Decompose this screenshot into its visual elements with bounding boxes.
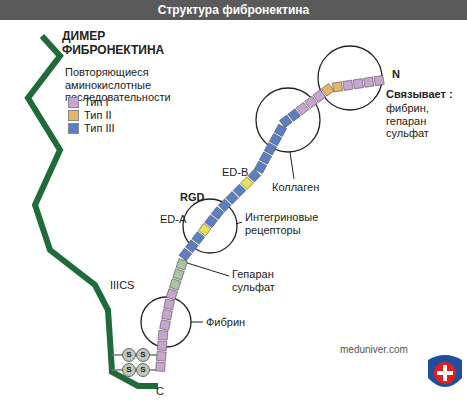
repeat-module [156,351,166,361]
repeat-module [343,80,353,90]
disulfide-label: S [140,365,145,374]
legend-text: Тип II [84,109,112,121]
binding-circle [183,199,237,253]
repeat-module [179,248,192,261]
watermark: meduniver.com [340,344,408,356]
disulfide-label: S [126,365,131,374]
legend-swatch [68,97,79,108]
terminus-label: C [156,385,164,398]
binding-heading: Связывает : [386,88,453,101]
disulfide-label: S [126,350,131,359]
legend-text: Тип I [84,96,108,108]
repeat-module [170,279,181,290]
leader-line [290,152,294,179]
repeat-module [173,269,184,280]
repeat-module [160,320,171,331]
terminus-label: N [392,68,400,81]
binding-circle [141,297,191,347]
site-label: Гепаран сульфат [232,268,292,293]
leader-line [191,322,203,323]
domain-label: ED-B [222,166,248,179]
repeat-module [374,75,384,85]
site-label: Интегриновые рецепторы [245,211,335,236]
legend-swatch [68,123,79,134]
repeat-module [157,341,167,351]
repeat-module [158,330,168,340]
repeat-module [166,289,177,300]
binding-circle [256,88,320,152]
motif-label: RGD [180,191,204,204]
site-label: Фибрин [206,316,245,329]
legend-swatch [68,110,79,121]
fibronectin-chain [156,75,385,371]
site-logo [428,355,462,387]
dimer-heading: ДИМЕР ФИБРОНЕКТИНА [62,30,182,58]
binding-circle [318,46,382,110]
leader-line [184,262,229,276]
repeat-module [164,299,175,310]
domain-label: ED-A [160,213,186,226]
repeat-module [176,259,187,270]
legend-row: Тип II [68,109,112,121]
domain-label: IIICS [110,279,134,292]
disulfide-label: S [140,350,145,359]
legend-text: Тип III [84,122,115,134]
repeat-module [364,77,374,87]
disulfide-bonds [112,349,158,377]
site-label: Коллаген [272,181,319,194]
repeat-module [162,309,173,320]
legend-row: Тип III [68,122,115,134]
binding-text: фибрин, гепаран сульфат [386,102,462,140]
leader-line [236,222,242,224]
title-band: Структура фибронектина [0,0,467,20]
repeat-module [156,362,166,372]
legend-row: Тип I [68,96,108,108]
repeat-module [353,79,363,89]
